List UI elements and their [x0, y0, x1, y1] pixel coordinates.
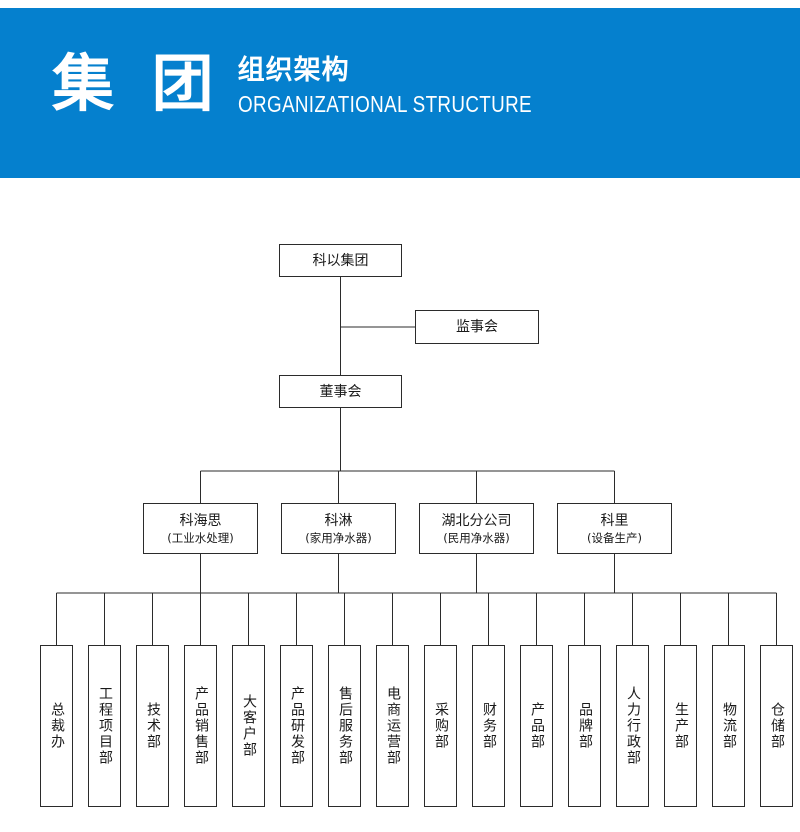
node-department-11[interactable]: 产品部: [520, 645, 553, 807]
node-department-8[interactable]: 电商运营部: [376, 645, 409, 807]
node-department-1[interactable]: 总裁办: [40, 645, 73, 807]
node-division-2[interactable]: 科淋(家用净水器): [281, 503, 396, 554]
node-division-label: 科里: [600, 512, 629, 529]
page-title: 组织架构: [237, 55, 350, 86]
node-department-15[interactable]: 物流部: [712, 645, 745, 807]
node-division-sublabel: (家用净水器): [305, 530, 372, 545]
node-department-13[interactable]: 人力行政部: [616, 645, 649, 807]
node-department-2[interactable]: 工程项目部: [88, 645, 121, 807]
node-root-label: 科以集团: [312, 252, 369, 269]
header-content: 集 团 组织架构 ORGANIZATIONAL STRUCTURE: [52, 48, 596, 120]
node-department-label: 财务部: [481, 702, 497, 750]
node-division-label: 科淋: [324, 512, 353, 529]
node-department-label: 大客户部: [241, 694, 257, 758]
node-division-sublabel: (工业水处理): [167, 530, 234, 545]
node-supervisory-board-label: 监事会: [456, 319, 498, 335]
page-subtitle: ORGANIZATIONAL STRUCTURE: [237, 91, 532, 117]
brand-logo-text: 集 团: [52, 47, 222, 120]
node-department-label: 售后服务部: [337, 686, 353, 766]
node-board-of-directors[interactable]: 董事会: [279, 375, 402, 408]
node-division-4[interactable]: 科里(设备生产): [557, 503, 672, 554]
node-root[interactable]: 科以集团: [279, 244, 402, 277]
node-department-6[interactable]: 产品研发部: [280, 645, 313, 807]
node-department-label: 物流部: [721, 702, 737, 750]
node-department-12[interactable]: 品牌部: [568, 645, 601, 807]
node-department-label: 采购部: [433, 702, 449, 750]
node-department-label: 生产部: [673, 702, 689, 750]
node-department-label: 技术部: [145, 702, 161, 750]
node-division-1[interactable]: 科海思(工业水处理): [143, 503, 258, 554]
node-department-10[interactable]: 财务部: [472, 645, 505, 807]
connector-lines: [55, 277, 778, 645]
node-department-9[interactable]: 采购部: [424, 645, 457, 807]
node-department-label: 产品销售部: [193, 686, 209, 766]
node-supervisory-board[interactable]: 监事会: [415, 310, 539, 344]
node-board-of-directors-label: 董事会: [319, 383, 362, 400]
org-chart: 科以集团 监事会 董事会 科海思(工业水处理) 科淋(家用净水器) 湖北分公司(民用…: [0, 178, 800, 832]
node-division-sublabel: (民用净水器): [443, 530, 510, 545]
node-department-5[interactable]: 大客户部: [232, 645, 265, 807]
node-department-14[interactable]: 生产部: [664, 645, 697, 807]
node-department-label: 产品部: [529, 702, 545, 750]
node-department-label: 电商运营部: [385, 686, 401, 766]
node-department-label: 品牌部: [577, 702, 593, 750]
node-division-label: 科海思: [179, 512, 222, 529]
node-department-label: 总裁办: [49, 702, 65, 750]
node-division-3[interactable]: 湖北分公司(民用净水器): [419, 503, 534, 554]
node-department-4[interactable]: 产品销售部: [184, 645, 217, 807]
node-department-3[interactable]: 技术部: [136, 645, 169, 807]
node-department-16[interactable]: 仓储部: [760, 645, 793, 807]
header-banner: 集 团 组织架构 ORGANIZATIONAL STRUCTURE: [0, 8, 800, 178]
node-department-label: 仓储部: [769, 702, 785, 750]
node-department-label: 人力行政部: [625, 686, 641, 766]
node-department-7[interactable]: 售后服务部: [328, 645, 361, 807]
node-division-label: 湖北分公司: [441, 512, 512, 529]
node-division-sublabel: (设备生产): [587, 530, 642, 545]
node-department-label: 产品研发部: [289, 686, 305, 766]
node-department-label: 工程项目部: [97, 686, 113, 766]
header-titles: 组织架构 ORGANIZATIONAL STRUCTURE: [238, 48, 596, 118]
